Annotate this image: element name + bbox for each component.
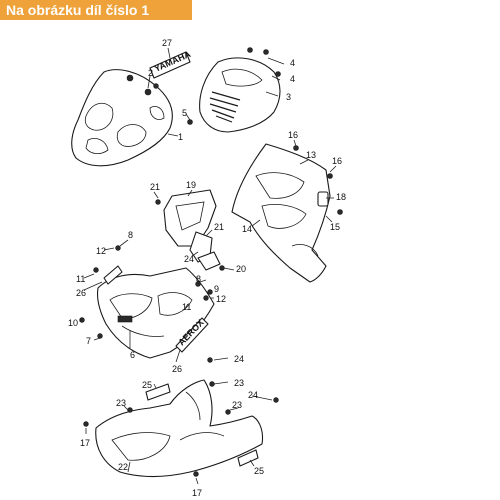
lower-front-cover-part-6 bbox=[96, 267, 215, 359]
callout-25-b: 25 bbox=[254, 466, 264, 476]
callout-12-b: 12 bbox=[216, 294, 226, 304]
callout-5: 5 bbox=[182, 108, 187, 118]
callout-25-a: 25 bbox=[142, 380, 152, 390]
callout-15: 15 bbox=[330, 222, 340, 232]
callout-23-c: 23 bbox=[232, 400, 242, 410]
callout-4-a: 4 bbox=[290, 58, 295, 68]
callout-18: 18 bbox=[336, 192, 346, 202]
callout-2: 2 bbox=[148, 68, 153, 78]
headlight-inner-part-3 bbox=[199, 47, 281, 133]
callout-14: 14 bbox=[242, 224, 252, 234]
callout-27: 27 bbox=[162, 38, 172, 48]
callout-16-a: 16 bbox=[288, 130, 298, 140]
callout-3: 3 bbox=[286, 92, 291, 102]
callout-6: 6 bbox=[130, 350, 135, 360]
callout-11-a: 11 bbox=[76, 274, 85, 284]
callout-24-a: 24 bbox=[184, 254, 194, 264]
clip-part-18 bbox=[317, 191, 329, 207]
callout-26-a: 26 bbox=[76, 288, 86, 298]
leader-lines bbox=[79, 47, 337, 485]
callout-8-b: 8 bbox=[196, 274, 201, 284]
callout-26-b: 26 bbox=[172, 364, 182, 374]
callout-17-b: 17 bbox=[192, 488, 202, 498]
callout-23-b: 23 bbox=[116, 398, 126, 408]
callout-numbers: 27 2 1 3 4 4 5 16 13 16 18 15 14 19 21 2… bbox=[68, 38, 346, 498]
callout-21-b: 21 bbox=[214, 222, 224, 232]
callout-24-b: 24 bbox=[234, 354, 244, 364]
callout-9: 9 bbox=[214, 284, 219, 294]
decal-part-26-small bbox=[103, 265, 123, 285]
callout-21-a: 21 bbox=[150, 182, 160, 192]
decal-part-25 bbox=[145, 383, 171, 401]
callout-16-b: 16 bbox=[332, 156, 342, 166]
light-part-20 bbox=[197, 251, 225, 271]
part-number-banner: Na obrázku díl číslo 1 bbox=[0, 0, 192, 20]
inner-panel-part-13 bbox=[231, 143, 343, 283]
callout-12-a: 12 bbox=[96, 246, 106, 256]
screw-part-2 bbox=[126, 74, 159, 96]
callout-10: 10 bbox=[68, 318, 78, 328]
callout-24-c: 24 bbox=[248, 390, 258, 400]
screw-part-5 bbox=[187, 119, 193, 125]
callout-17-a: 17 bbox=[80, 438, 90, 448]
callout-19: 19 bbox=[186, 180, 196, 190]
callout-7: 7 bbox=[86, 336, 91, 346]
callout-23-a: 23 bbox=[234, 378, 244, 388]
callout-4-b: 4 bbox=[290, 74, 295, 84]
callout-22: 22 bbox=[118, 462, 128, 472]
lower-skirt-part-22 bbox=[83, 357, 279, 477]
callout-1: 1 bbox=[178, 132, 183, 142]
yamaha-decal-part-27: YAMAHA bbox=[149, 49, 193, 79]
callout-20: 20 bbox=[236, 264, 246, 274]
callout-11-b: 11 bbox=[182, 302, 191, 312]
callout-8-a: 8 bbox=[128, 230, 133, 240]
callout-13: 13 bbox=[306, 150, 316, 160]
